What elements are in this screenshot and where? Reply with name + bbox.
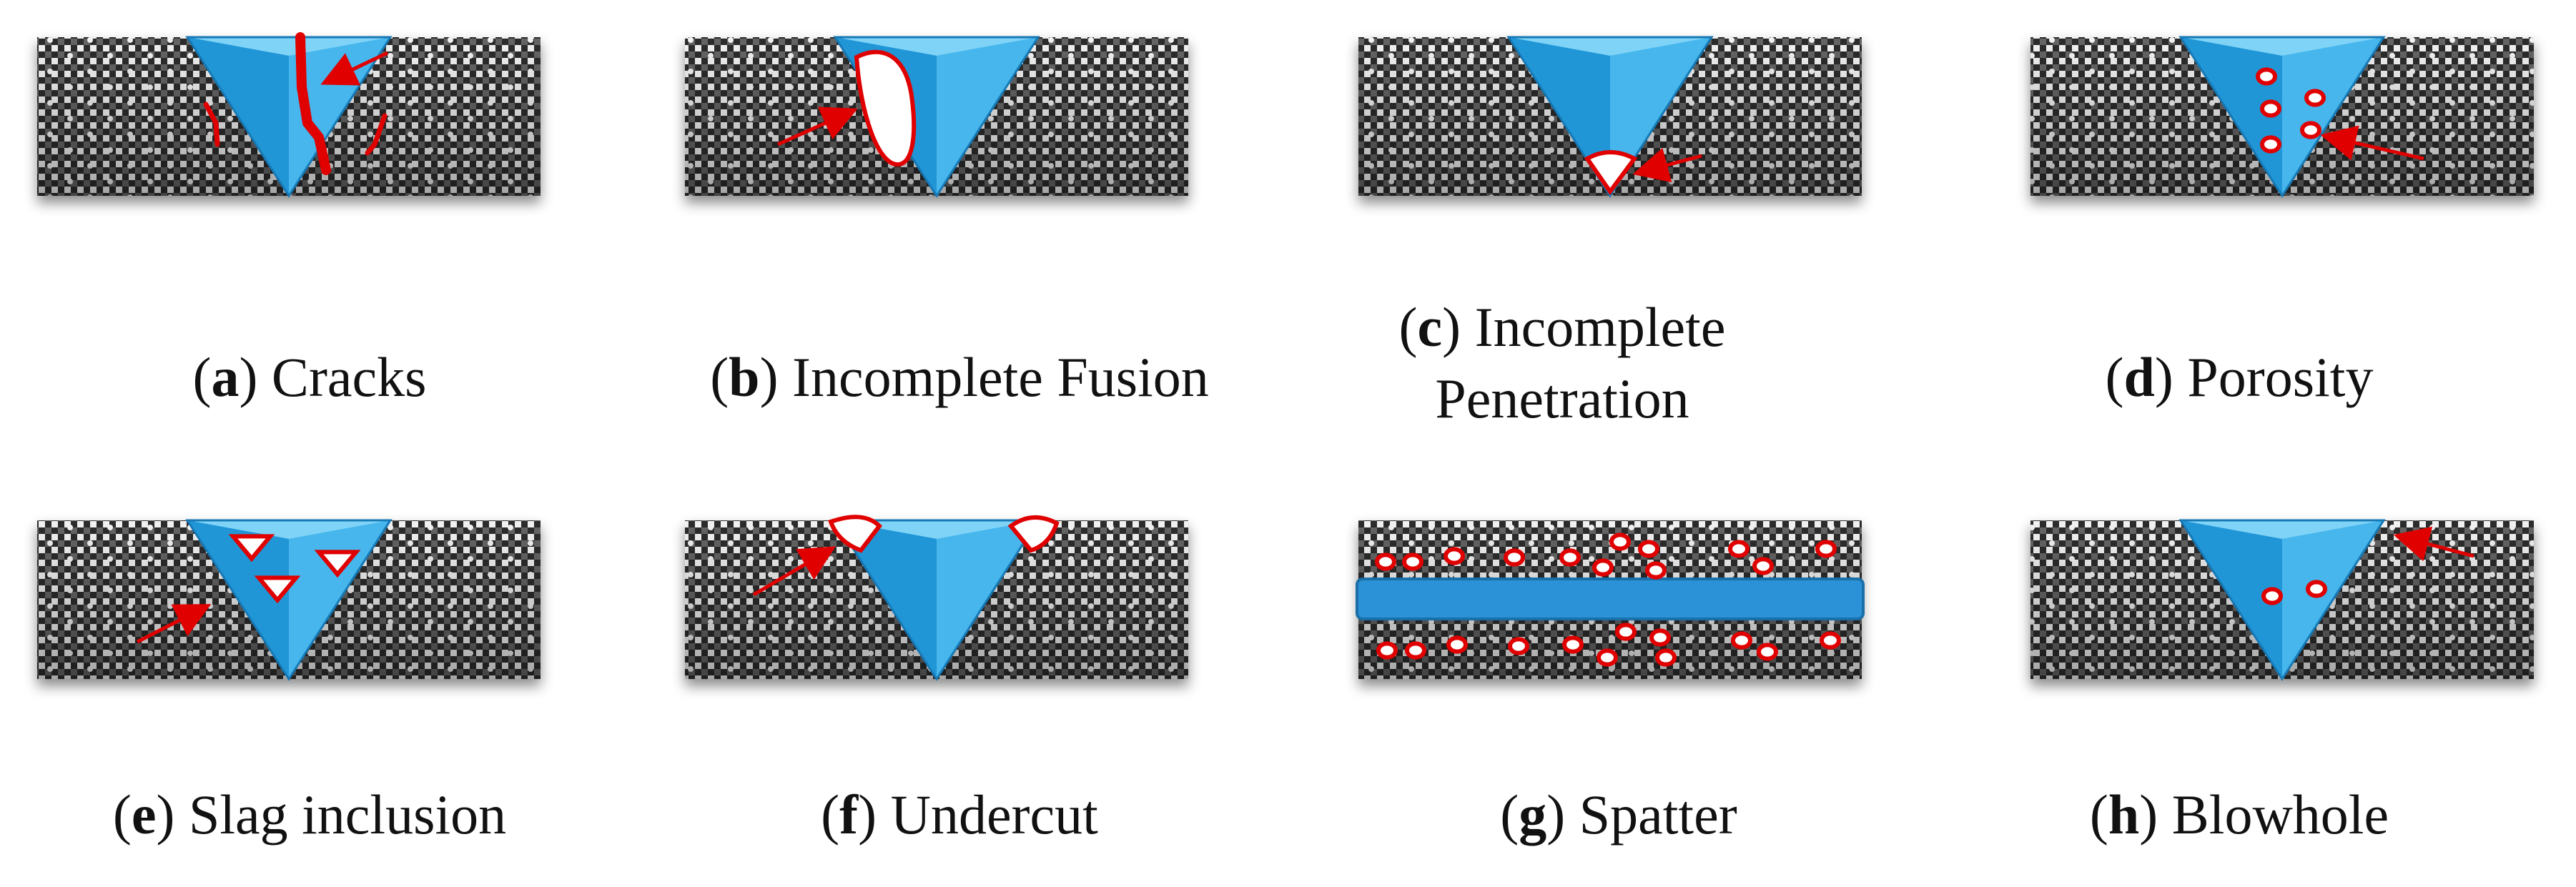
arrow: [752, 546, 836, 597]
arrow: [2320, 125, 2424, 161]
caption-e: (e) Slag inclusion: [112, 783, 507, 846]
weld-top-face: [835, 520, 1038, 539]
undercut-groove: [1007, 515, 1060, 553]
pore: [1597, 648, 1618, 667]
pore: [1615, 623, 1637, 641]
pore: [1752, 557, 1774, 575]
pore: [1405, 641, 1426, 660]
pore: [1504, 548, 1525, 567]
panel-c-incomplete-penetration: [1358, 36, 1862, 198]
pore: [1609, 532, 1631, 551]
weld-top-face: [2181, 520, 2384, 539]
panel-g-spatter: [1356, 520, 1865, 679]
pore: [1638, 540, 1659, 558]
arrow: [776, 106, 858, 147]
weld-bead-line: [1356, 578, 1865, 620]
main-crack: [295, 32, 331, 175]
pore: [2260, 135, 2281, 154]
pore: [2261, 587, 2283, 605]
pore: [1592, 558, 1614, 577]
pore: [1731, 631, 1752, 650]
weld-outline: [185, 36, 393, 198]
weld-top-face: [187, 37, 390, 56]
pore: [2304, 89, 2326, 107]
arrow: [1632, 147, 1702, 183]
panel-b-incomplete-fusion: [685, 36, 1188, 198]
pore: [1562, 635, 1584, 654]
arrow: [320, 51, 389, 86]
pore: [2306, 580, 2327, 598]
caption-c: (c) Incomplete Penetration: [1398, 296, 1726, 430]
weld-top-face: [1509, 37, 1712, 56]
caption-d: (d) Porosity: [2105, 346, 2374, 408]
pore: [1402, 552, 1423, 571]
caption-a: (a) Cracks: [192, 346, 427, 408]
pore: [1649, 628, 1671, 647]
panel-e-slag-inclusion: [37, 519, 541, 681]
caption-h: (h) Blowhole: [2089, 783, 2389, 846]
pore: [1446, 635, 1468, 654]
panel-a-cracks: [37, 32, 541, 198]
weld-outline: [2178, 519, 2386, 681]
pore: [1375, 552, 1396, 571]
caption-b: (b) Incomplete Fusion: [710, 346, 1209, 408]
pore: [1508, 637, 1529, 655]
slag-particle: [228, 534, 275, 563]
pore: [1728, 540, 1750, 558]
weld-outline: [2178, 36, 2386, 198]
slag-particle: [254, 575, 301, 604]
side-crack: [365, 113, 388, 156]
pore: [2300, 121, 2321, 139]
weld-top-face: [2181, 37, 2384, 56]
pore: [1757, 643, 1778, 661]
weld-outline: [1506, 36, 1714, 198]
weld-top-face: [187, 520, 390, 539]
pore: [1820, 631, 1841, 650]
pore: [1655, 648, 1677, 667]
weld-outline: [185, 519, 393, 681]
undercut-groove: [828, 515, 882, 553]
panel-f-undercut: [685, 515, 1188, 681]
pore: [1444, 547, 1465, 565]
arrow: [136, 604, 212, 644]
pore: [1645, 561, 1667, 580]
panel-h-blowhole: [2030, 519, 2534, 681]
caption-f: (f) Undercut: [821, 783, 1098, 846]
pore: [1376, 641, 1398, 660]
panel-d-porosity: [2030, 36, 2534, 198]
weld-top-face: [835, 37, 1038, 56]
arrow: [2393, 526, 2474, 562]
pore: [1815, 540, 1837, 558]
pore: [1559, 548, 1581, 567]
side-crack: [203, 101, 220, 147]
pore: [2256, 67, 2277, 86]
lack-of-fusion-void: [854, 49, 917, 167]
caption-g: (g) Spatter: [1500, 783, 1737, 846]
weld-outline: [833, 519, 1040, 681]
slag-particle: [314, 550, 361, 578]
pore: [2260, 99, 2281, 118]
